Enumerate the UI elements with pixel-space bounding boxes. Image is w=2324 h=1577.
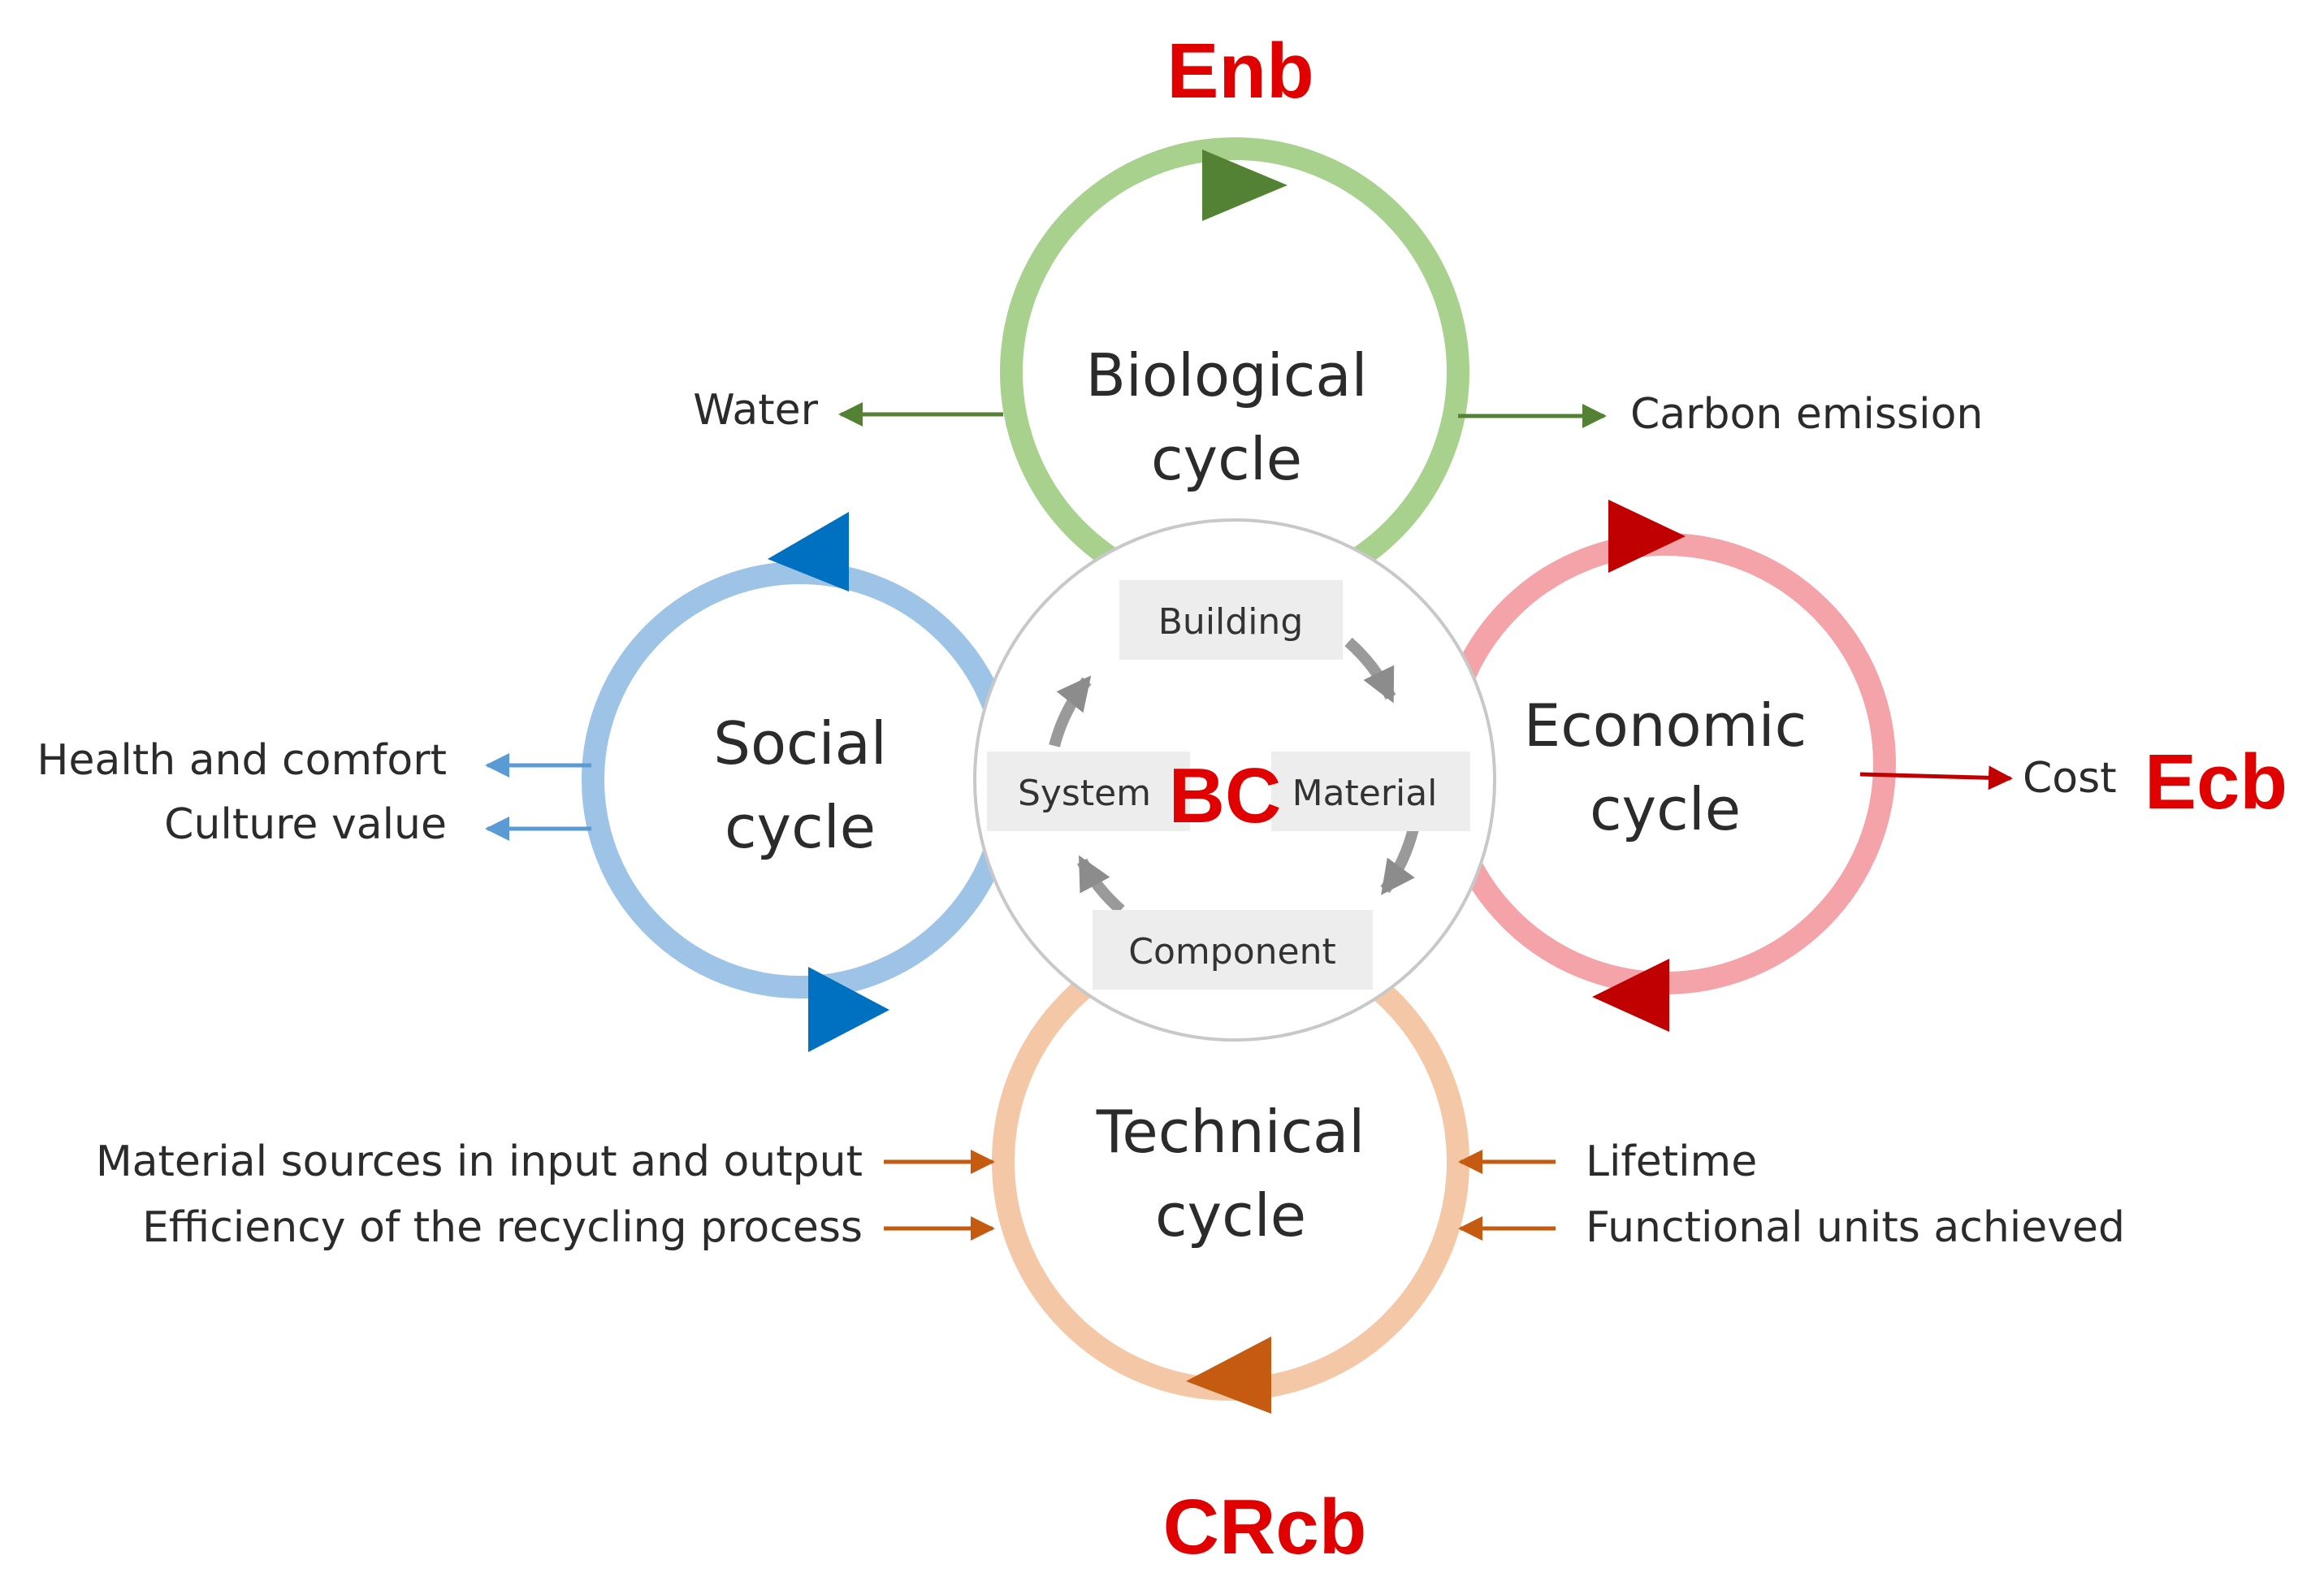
box-building-label: Building xyxy=(1158,601,1304,643)
marker-crcb: CRcb xyxy=(1163,1484,1367,1571)
cost-arrow xyxy=(1859,765,2013,791)
social-title-line1: Social xyxy=(713,709,886,778)
label-cost: Cost xyxy=(2023,754,2117,803)
economic-arrowhead-top xyxy=(1608,500,1686,573)
social-arrowhead-bottom xyxy=(808,967,889,1052)
inner-cycle-arrows xyxy=(1049,637,1419,915)
marker-ecb: Ecb xyxy=(2144,739,2287,825)
label-lifetime: Lifetime xyxy=(1586,1137,1757,1186)
label-culture-value: Culture value xyxy=(164,800,447,849)
label-functional-units: Functional units achieved xyxy=(1586,1203,2125,1252)
label-water: Water xyxy=(693,386,818,435)
box-material-label: Material xyxy=(1292,773,1438,814)
biological-arrowhead xyxy=(1202,149,1288,221)
economic-arrowhead-bottom xyxy=(1592,959,1669,1032)
technical-title-line1: Technical xyxy=(1096,1098,1365,1166)
social-title-line2: cycle xyxy=(725,793,876,861)
social-arrowhead-top xyxy=(768,512,849,591)
social-ring xyxy=(582,561,1019,999)
inner-arrow-bottom-right xyxy=(1380,827,1419,895)
economic-title-line1: Economic xyxy=(1524,691,1807,760)
box-component xyxy=(1093,910,1373,990)
economic-ring xyxy=(1435,533,1896,994)
label-material-sources: Material sources in input and output xyxy=(96,1137,863,1186)
biological-title-line1: Biological xyxy=(1086,341,1368,409)
inner-arrow-bottom-left xyxy=(1076,855,1125,915)
box-material xyxy=(1271,752,1470,831)
biological-title-line2: cycle xyxy=(1151,425,1302,493)
box-building xyxy=(1119,580,1343,660)
box-component-label: Component xyxy=(1128,931,1335,973)
label-health-and-comfort: Health and comfort xyxy=(37,736,447,785)
box-system xyxy=(987,752,1190,831)
label-efficiency-recycling: Efficiency of the recycling process xyxy=(142,1203,863,1252)
box-system-label: System xyxy=(1018,773,1151,814)
economic-title-line2: cycle xyxy=(1590,775,1741,843)
label-carbon-emission: Carbon emission xyxy=(1630,390,1983,439)
technical-arrowhead xyxy=(1186,1337,1271,1414)
technical-title-line2: cycle xyxy=(1155,1181,1306,1250)
inner-arrow-top-right xyxy=(1344,637,1396,704)
inner-arrow-top-left xyxy=(1049,675,1092,747)
marker-enb: Enb xyxy=(1166,28,1313,115)
center-marker-bc: BC xyxy=(1169,752,1282,839)
